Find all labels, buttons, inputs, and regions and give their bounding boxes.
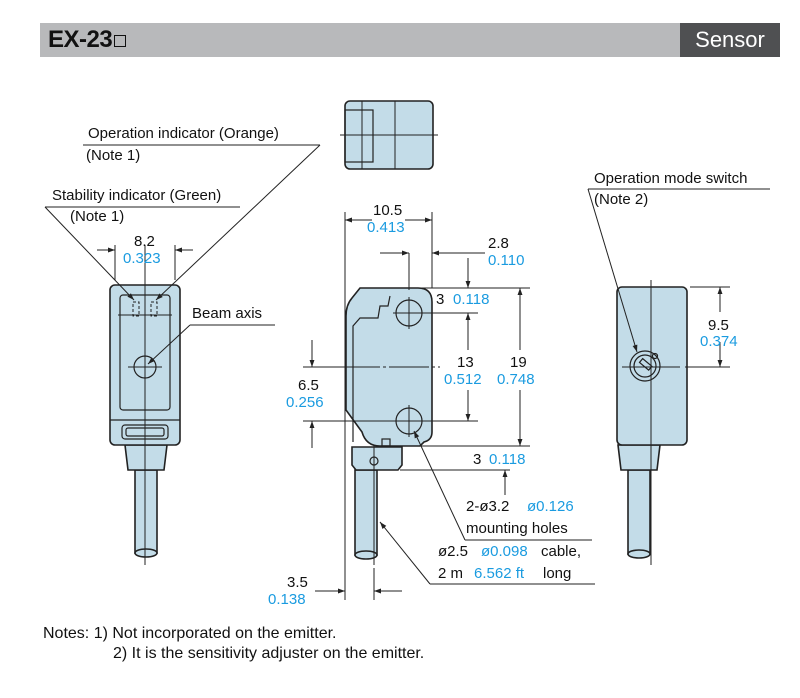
operation-indicator-note: (Note 1) — [86, 147, 140, 164]
model-suffix-box — [114, 35, 127, 47]
model-number: EX-23 — [48, 26, 113, 53]
cable-offset-in: 0.138 — [268, 591, 306, 608]
front-neck — [124, 444, 168, 471]
cable-length-m: 2 m — [438, 565, 463, 582]
beam-axis-label: Beam axis — [192, 305, 262, 322]
note-1: Notes: 1) Not incorporated on the emitte… — [43, 625, 337, 642]
svg-text:2-ø3.2: 2-ø3.2 — [466, 498, 509, 515]
holes-in: ø0.126 — [527, 498, 574, 515]
hole-pitch-in: 0.512 — [444, 371, 482, 388]
cable-length-ft: 6.562 ft — [474, 565, 525, 582]
svg-text:3: 3 — [436, 291, 444, 308]
hole-pitch-mm: 13 — [457, 354, 474, 371]
top-hole-mm: 3 — [436, 291, 444, 308]
operation-indicator-label: Operation indicator (Orange) — [88, 125, 279, 142]
height-in: 0.748 — [497, 371, 535, 388]
side-view: 10.5 0.413 2.8 0.110 3 0.118 13 0.512 19… — [268, 202, 595, 608]
offset-in: 0.110 — [488, 252, 524, 269]
model-name: EX-23 — [48, 26, 127, 54]
stability-indicator-note: (Note 1) — [70, 208, 124, 225]
top-view — [340, 100, 438, 170]
side-width-mm: 10.5 — [373, 202, 402, 219]
category-badge: Sensor — [680, 23, 780, 57]
bottom-hole-in: 0.118 — [489, 451, 525, 468]
note-2: 2) It is the sensitivity adjuster on the… — [113, 645, 425, 662]
holes-mm: 2-ø3.2 — [466, 498, 509, 515]
switch-pos-mm: 9.5 — [708, 317, 729, 334]
notes: Notes: 1) Not incorporated on the emitte… — [43, 624, 424, 664]
top-hole-in: 0.118 — [453, 291, 489, 308]
front-cable-end — [134, 548, 158, 558]
operation-mode-switch — [629, 350, 661, 382]
cable-mm: ø2.5 — [438, 543, 468, 560]
front-cable — [134, 469, 158, 554]
switch-label: Operation mode switch — [594, 170, 747, 187]
offset-mm: 2.8 — [488, 235, 509, 252]
front-view: 8.2 0.323 Operation indicator (Orange) (… — [44, 125, 321, 565]
bottom-hole-mm: 3 — [473, 451, 481, 468]
back-view: 9.5 0.374 Operation mode switch (Note 2) — [587, 170, 770, 565]
switch-pos-in: 0.374 — [700, 333, 738, 350]
cable-offset-mm: 3.5 — [287, 574, 308, 591]
front-width-in: 0.323 — [123, 250, 161, 267]
cable-suffix: cable, — [541, 543, 581, 560]
beam-height-in: 0.256 — [286, 394, 324, 411]
cable-length-suffix: long — [543, 565, 571, 582]
back-cable — [627, 469, 651, 555]
stability-indicator-label: Stability indicator (Green) — [52, 187, 221, 204]
beam-height-mm: 6.5 — [298, 377, 319, 394]
front-width-mm: 8.2 — [134, 233, 155, 250]
svg-text:3: 3 — [473, 451, 481, 468]
title-bar: EX-23 Sensor — [40, 23, 780, 57]
side-width-in: 0.413 — [367, 219, 405, 236]
switch-note: (Note 2) — [594, 191, 648, 208]
height-mm: 19 — [510, 354, 527, 371]
cable-in: ø0.098 — [481, 543, 528, 560]
holes-label: mounting holes — [466, 520, 568, 537]
